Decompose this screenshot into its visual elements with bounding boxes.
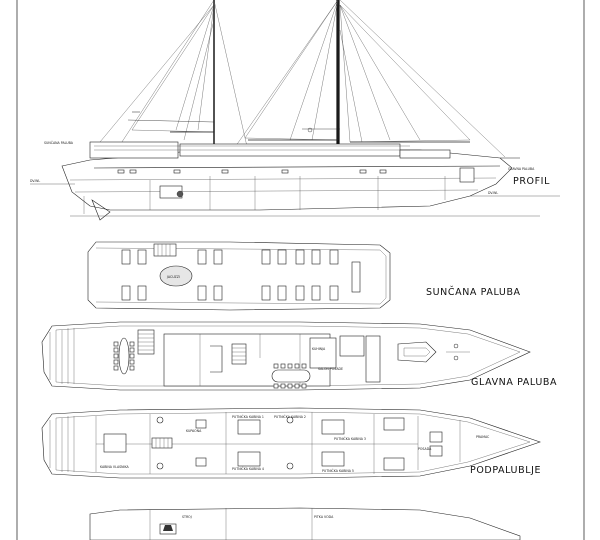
sails <box>99 0 506 166</box>
sun-lounger <box>277 249 287 265</box>
label-kabina-vlasnika: KABINA VLASNIKA <box>100 465 130 469</box>
sun-lounger <box>121 285 131 301</box>
chair <box>280 383 286 389</box>
sun-lounger <box>329 285 339 301</box>
chair <box>113 353 119 359</box>
jacuzzi-icon <box>159 265 193 287</box>
label-pramac: PRAMAC <box>476 435 490 439</box>
chair <box>113 347 119 353</box>
label-suncana-paluba: SUNČANA PALUBA <box>426 286 521 298</box>
profile-hull <box>30 127 560 221</box>
aft-dining-chairs <box>113 341 135 371</box>
lower-deck-plan: KABINA VLASNIKA KUPAONA PUTNIČKA KABINA … <box>41 407 541 479</box>
chair <box>273 383 279 389</box>
chair <box>129 347 135 353</box>
chair <box>287 383 293 389</box>
sun-lounger <box>213 249 223 265</box>
sun-loungers <box>121 249 339 301</box>
label-kabina-4: PUTNIČKA KABINA 4 <box>232 466 264 471</box>
label-jacuzzi: JACUZZI <box>166 275 180 279</box>
chair <box>287 363 293 369</box>
label-podpalublje: PODPALUBLJE <box>470 465 541 476</box>
sun-lounger <box>261 285 271 301</box>
sun-lounger <box>197 249 207 265</box>
sun-lounger <box>137 249 147 265</box>
salon-chairs <box>273 363 307 389</box>
chair <box>129 341 135 347</box>
chair <box>129 353 135 359</box>
label-posada: POSADA <box>418 447 432 451</box>
sun-lounger <box>121 249 131 265</box>
sun-lounger <box>197 285 207 301</box>
label-kabina-1: PUTNIČKA KABINA 1 <box>232 414 264 419</box>
chair <box>294 363 300 369</box>
sun-lounger <box>261 249 271 265</box>
label-wl-right: DV.WL <box>488 191 498 195</box>
sun-lounger <box>277 285 287 301</box>
chair <box>301 383 307 389</box>
label-wl-left: DV.WL <box>30 179 40 183</box>
label-kuhinja: KUHINJA <box>312 347 326 351</box>
chair <box>273 363 279 369</box>
main-deck-plan: KUHINJA SALON POSADE GLAVNA PALUBA <box>41 321 557 391</box>
chair <box>129 365 135 371</box>
label-glavna-paluba-small: GLAVNA PALUBA <box>508 167 535 171</box>
label-pitka-voda: PITKA VODA <box>314 515 334 519</box>
chair <box>113 365 119 371</box>
sun-lounger <box>295 285 305 301</box>
profile-view: SUNČANA PALUBA GLAVNA PALUBA DV.WL DV.WL… <box>30 0 560 221</box>
chair <box>113 341 119 347</box>
label-kabina-2: PUTNIČKA KABINA 2 <box>274 414 306 419</box>
label-profil: PROFIL <box>513 176 550 187</box>
sun-lounger <box>213 285 223 301</box>
sun-lounger <box>137 285 147 301</box>
label-kupaona: KUPAONA <box>186 429 202 433</box>
sun-lounger <box>311 285 321 301</box>
label-salon: SALON POSADE <box>318 367 343 371</box>
chair <box>129 359 135 365</box>
label-suncana-paluba-small: SUNČANA PALUBA <box>44 140 74 145</box>
sun-lounger <box>295 249 305 265</box>
sun-deck-plan: JACUZZI SUNČANA PALUBA <box>87 241 521 311</box>
chair <box>301 363 307 369</box>
sun-lounger <box>329 249 339 265</box>
chair <box>280 363 286 369</box>
label-kabina-3: PUTNIČKA KABINA 3 <box>334 436 366 441</box>
tank-deck-plan: STROJ PITKA VODA <box>89 507 521 540</box>
label-glavna-paluba: GLAVNA PALUBA <box>471 377 557 388</box>
label-strojarnica: STROJ <box>182 515 192 519</box>
chair <box>294 383 300 389</box>
label-kabina-5: PUTNIČKA KABINA 5 <box>322 468 354 473</box>
sun-lounger <box>311 249 321 265</box>
chair <box>113 359 119 365</box>
